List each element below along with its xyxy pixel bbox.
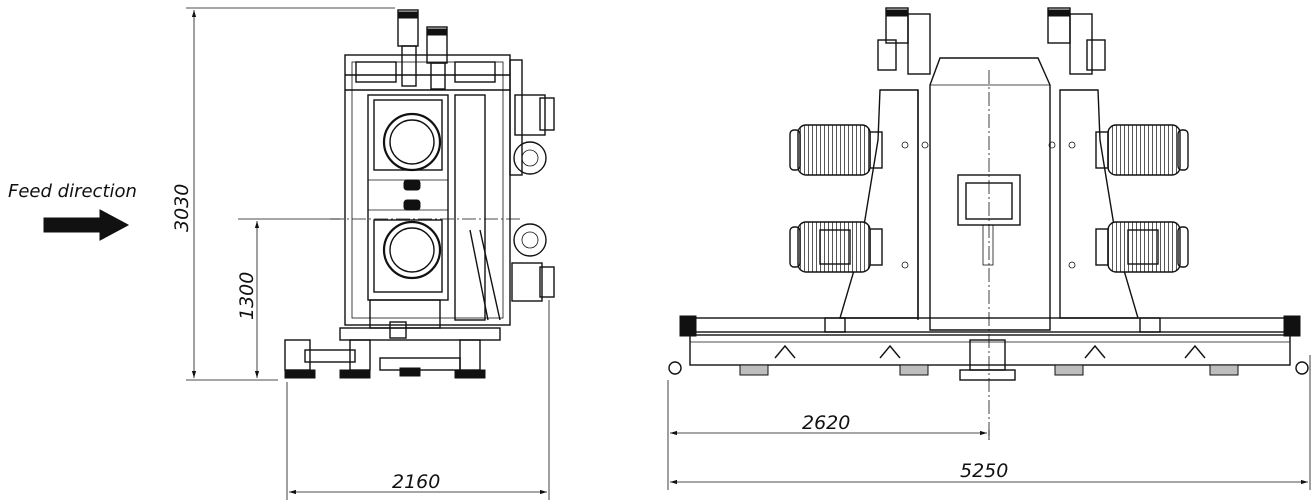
- foot-left: [284, 339, 311, 371]
- foot-2: [899, 364, 929, 376]
- dim-axis-height: 1300: [236, 272, 258, 320]
- base-frame: [689, 334, 1291, 366]
- lower-roll: [382, 220, 442, 280]
- right-lower-motor: [1095, 221, 1189, 273]
- feed-direction-label: Feed direction: [8, 181, 137, 202]
- main-frame: [344, 54, 511, 326]
- right-upper-motor: [1095, 124, 1189, 176]
- dim-half-width: 2620: [802, 412, 850, 434]
- foot-1: [739, 364, 769, 376]
- lower-motor: [511, 262, 543, 302]
- side-view-machine: [284, 9, 555, 379]
- feed-direction: Feed direction: [8, 181, 137, 241]
- rail-end-left: [679, 315, 697, 337]
- feed-arrow-icon: [43, 209, 130, 241]
- central-column: [929, 57, 1051, 331]
- right-housing: [1059, 89, 1139, 319]
- base-plate: [339, 327, 501, 341]
- dim-total-height: 3030: [171, 184, 193, 232]
- side-view-dimensions: 3030 1300 2160: [171, 7, 550, 500]
- dim-side-depth: 2160: [392, 471, 440, 493]
- upper-motor: [514, 94, 546, 136]
- upper-roll: [382, 112, 442, 172]
- front-view-dimensions: 2620 5250: [667, 355, 1311, 490]
- front-view-machine: [668, 7, 1309, 440]
- foot-4: [1209, 364, 1239, 376]
- left-lower-motor: [789, 221, 883, 273]
- left-housing: [839, 89, 919, 319]
- rail-end-right: [1283, 315, 1301, 337]
- left-upper-motor: [789, 124, 883, 176]
- upper-gearbox: [513, 141, 547, 175]
- lower-gearbox: [513, 223, 547, 257]
- foot-3: [1054, 364, 1084, 376]
- dim-total-width: 5250: [960, 460, 1008, 482]
